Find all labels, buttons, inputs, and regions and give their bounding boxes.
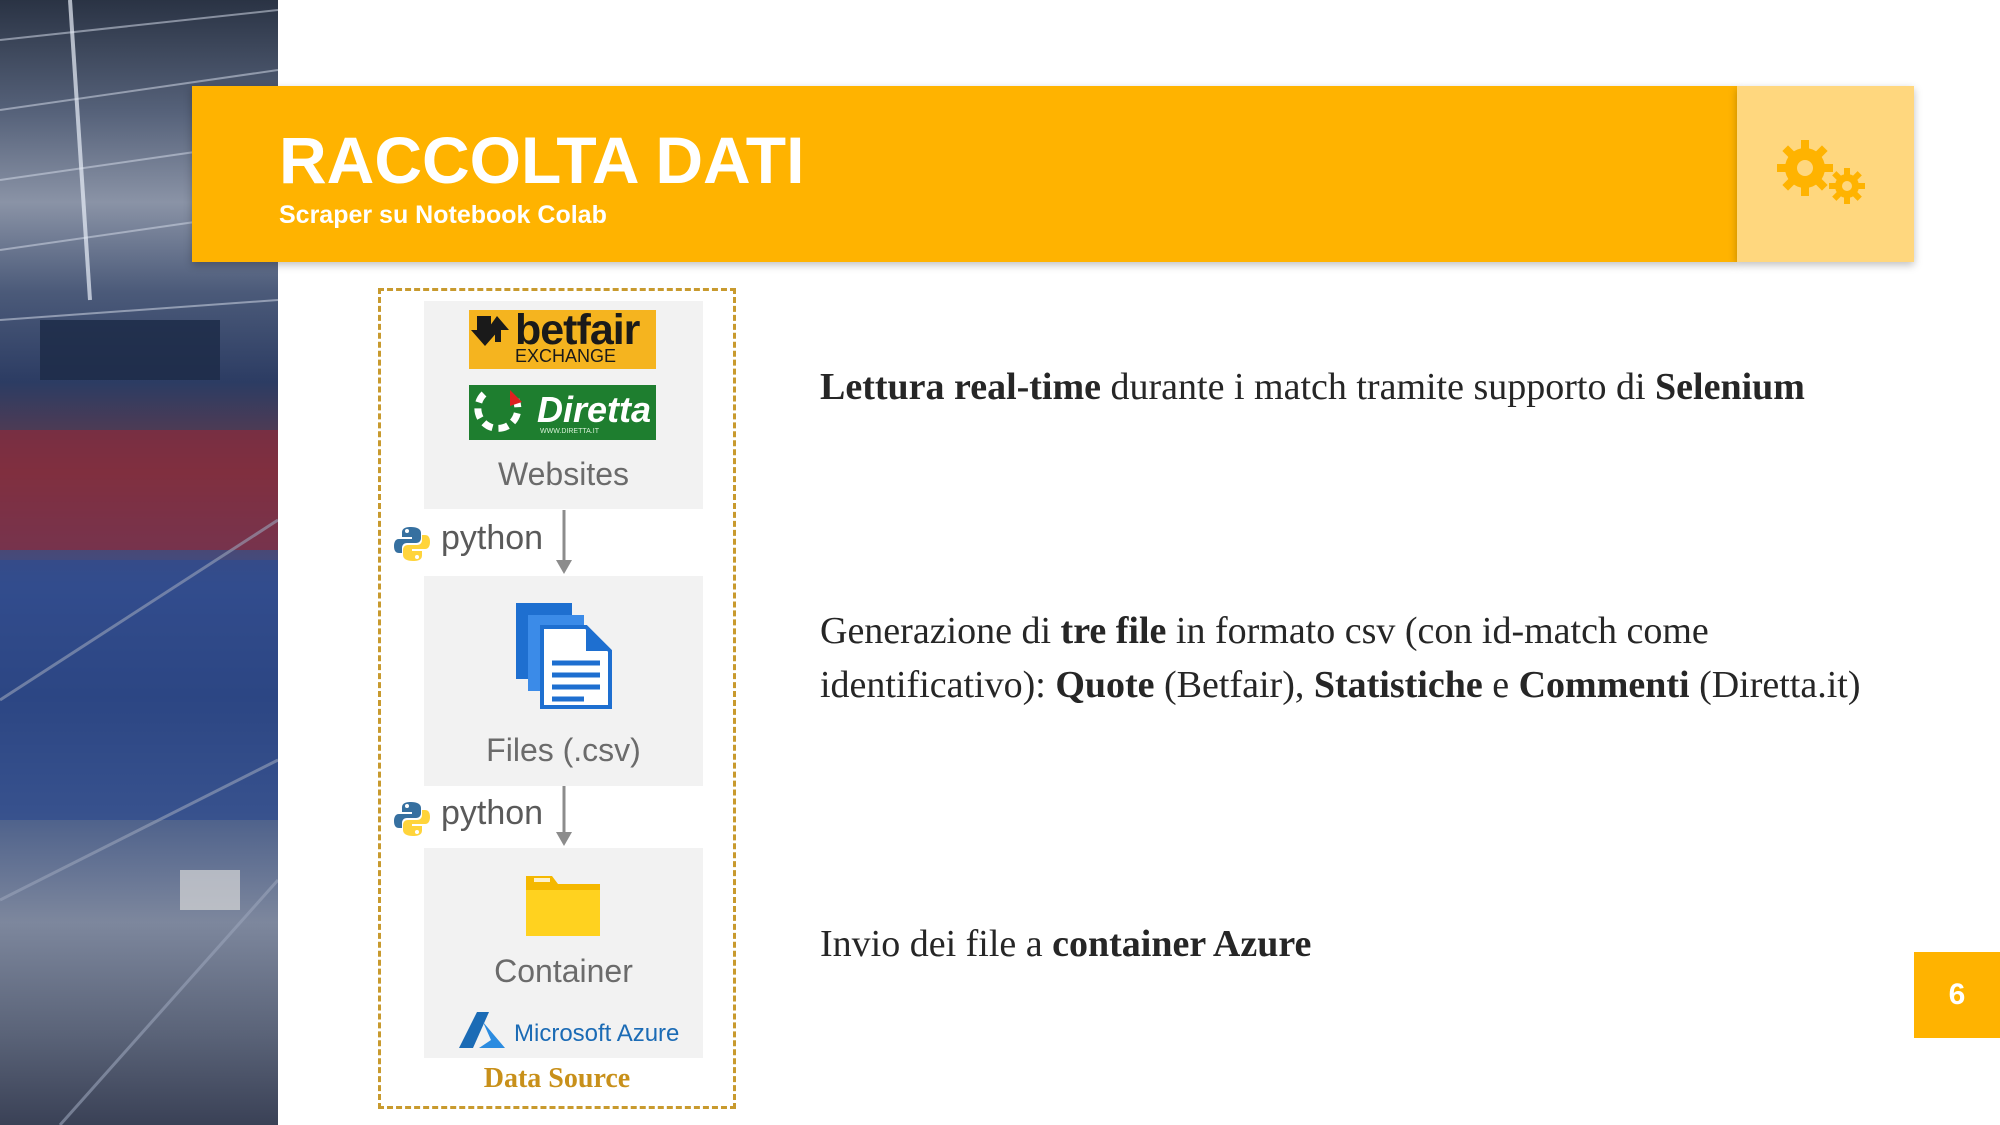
diretta-ring-icon — [474, 390, 522, 432]
point-text: (Betfair), — [1154, 664, 1314, 706]
page-title: RACCOLTA DATI — [279, 123, 805, 197]
down-arrow-icon — [556, 510, 572, 574]
folder-icon — [526, 876, 600, 936]
betfair-subtitle: EXCHANGE — [515, 346, 617, 366]
python-icon — [394, 802, 430, 836]
files-label: Files (.csv) — [486, 732, 641, 768]
point-bold: tre file — [1060, 610, 1167, 652]
container-box — [424, 848, 703, 1058]
point-bold: Selenium — [1655, 366, 1805, 408]
data-source-frame — [378, 288, 736, 1109]
data-source-caption: Data Source — [483, 1063, 631, 1094]
python-icon — [394, 527, 430, 561]
diretta-wordmark: Diretta — [537, 389, 652, 430]
page-number: 6 — [1948, 978, 1966, 1011]
python-label: python — [441, 519, 544, 557]
header-banner — [192, 86, 1737, 262]
websites-label: Websites — [497, 456, 629, 492]
point-text: Invio dei file a — [820, 923, 1053, 965]
page-number-badge — [1914, 952, 2000, 1038]
point-bold: Quote — [1055, 664, 1155, 706]
down-arrow-icon — [556, 786, 572, 846]
point-text: (Diretta.it) — [1689, 664, 1861, 706]
betfair-arrow-icon — [471, 316, 509, 346]
gears-icon — [1777, 140, 1865, 204]
point-text: Generazione di — [820, 610, 1061, 652]
point-azure: Invio dei file a container Azure — [820, 917, 1880, 971]
betfair-wordmark: betfair — [515, 306, 640, 354]
point-bold: Statistiche — [1313, 664, 1483, 706]
azure-wordmark: Microsoft Azure — [514, 1020, 680, 1047]
gear-panel — [1737, 86, 1914, 262]
python-label: python — [441, 794, 544, 832]
page-subtitle: Scraper su Notebook Colab — [279, 201, 607, 229]
point-bold: Lettura real-time — [820, 366, 1102, 408]
point-text: e — [1482, 664, 1519, 706]
point-text: durante i match tramite supporto di — [1101, 366, 1656, 408]
diretta-subtitle: WWW.DIRETTA.IT — [540, 428, 599, 435]
point-text: in formato csv (con id-match come identi… — [820, 610, 1709, 706]
azure-icon — [459, 1012, 505, 1048]
container-label: Container — [494, 953, 633, 989]
point-realtime: Lettura real-time durante i match tramit… — [820, 360, 1880, 414]
documents-icon — [516, 603, 612, 709]
point-files: Generazione di tre file in formato csv (… — [820, 604, 1880, 712]
point-bold: container Azure — [1052, 923, 1312, 965]
point-bold: Commenti — [1518, 664, 1690, 706]
